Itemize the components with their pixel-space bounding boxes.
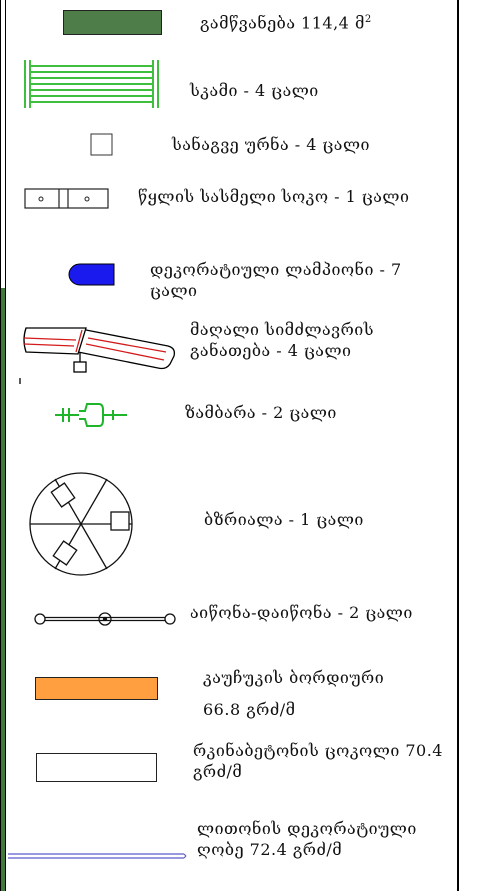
high-mast-light-icon (16, 320, 184, 388)
legend-label-rubber-curb-length: 66.8 გრძ/მ (203, 700, 296, 719)
legend-label-greenery: გამწვანება 114,4 მ2 (200, 13, 372, 33)
carousel-icon (27, 470, 135, 578)
left-border-green-strip (1, 288, 5, 891)
seesaw-icon (33, 608, 178, 630)
right-border (457, 0, 459, 891)
legend-label-rubber-curb: კაუჩუკის ბორდიური (203, 668, 385, 687)
rubber-curb-swatch-icon (35, 677, 159, 701)
legend-label-spring: ზამბარა - 2 ცალი (185, 403, 337, 422)
legend-label-seesaw: აიწონა-დაიწონა - 2 ცალი (190, 603, 413, 622)
legend-label-water-column: წყლის სასმელი სოკო - 1 ცალი (138, 187, 410, 206)
trash-bin-icon (90, 133, 114, 157)
legend-label-trash-bin: სანაგვე ურნა - 4 ცალი (172, 135, 370, 154)
decorative-lamp-icon (68, 263, 116, 287)
spring-icon (55, 400, 129, 430)
legend-label-metal-fence: ლითონის დეკორატიული ღობე 72.4 გრძ/მ (197, 819, 417, 859)
bench-icon (22, 58, 164, 110)
water-column-icon (24, 188, 110, 210)
legend-label-bench: სკამი - 4 ცალი (190, 81, 319, 100)
legend-label-concrete-curb: რკინაბეტონის ცოკოლი 70.4 გრძ/მ (193, 741, 443, 781)
legend-label-high-mast-light: მაღალი სიმძლავრის განათება - 4 ცალი (190, 320, 374, 360)
legend-label-carousel: ბზრიალა - 1 ცალი (204, 510, 364, 529)
concrete-curb-swatch-icon (36, 753, 158, 783)
metal-fence-line-icon (8, 850, 188, 862)
legend-label-decorative-lamp: დეკორატიული ლამპიონი - 7 ცალი (150, 260, 402, 300)
greenery-swatch-icon (63, 10, 163, 36)
